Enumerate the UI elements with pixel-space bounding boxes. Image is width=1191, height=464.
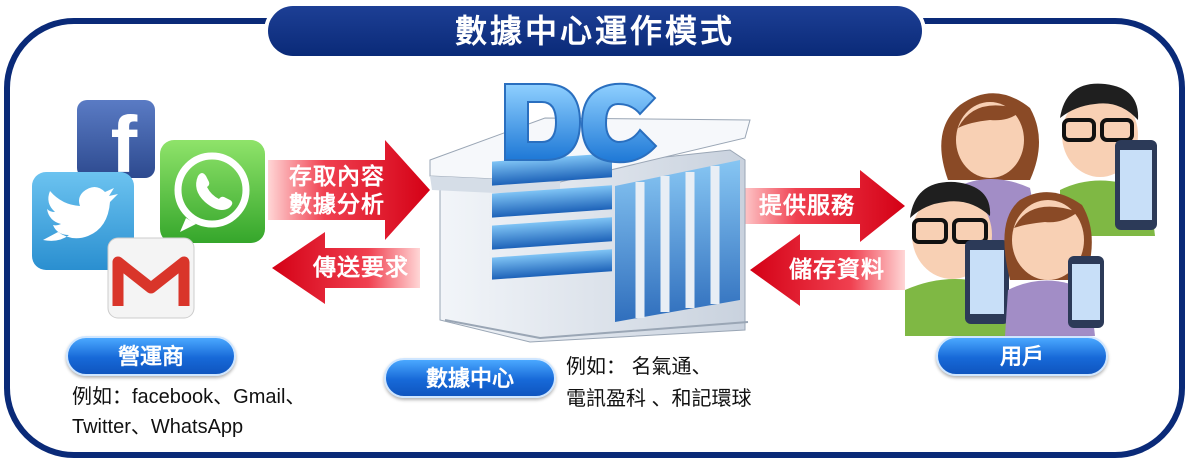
operator-label: 營運商 <box>66 336 236 376</box>
diagram-title: 數據中心運作模式 <box>268 6 922 56</box>
user-woman-front <box>1004 192 1104 336</box>
arrow-label-store-data: 儲存資料 <box>789 257 885 283</box>
dc-logo <box>504 82 658 164</box>
arrow-label-data-analysis: 數據分析 <box>289 192 385 218</box>
arrow-label-access-content: 存取內容 <box>289 164 385 190</box>
arrow-label-provide-service: 提供服務 <box>759 193 855 219</box>
user-man-front <box>905 181 1010 336</box>
gmail-icon <box>107 237 195 319</box>
arrow-dc-to-operator <box>272 232 420 304</box>
arrow-label-send-request: 傳送要求 <box>313 255 409 281</box>
facebook-icon: f <box>77 100 155 189</box>
arrow-operator-to-dc <box>268 140 430 240</box>
datacenter-example-line2: 電訊盈科 、和記環球 <box>566 388 752 410</box>
datacenter-example-line1: 例如： 名氣通、 <box>566 356 712 378</box>
operator-example-line2: Twitter、WhatsApp <box>72 416 244 438</box>
arrow-users-to-dc <box>750 234 905 306</box>
users-label: 用戶 <box>936 336 1108 376</box>
operator-example-line1: 例如：facebook、Gmail、 <box>72 386 306 408</box>
arrow-dc-to-users <box>738 170 905 242</box>
datacenter-label: 數據中心 <box>384 358 556 398</box>
whatsapp-icon <box>160 140 265 243</box>
users-illustration <box>905 83 1157 336</box>
